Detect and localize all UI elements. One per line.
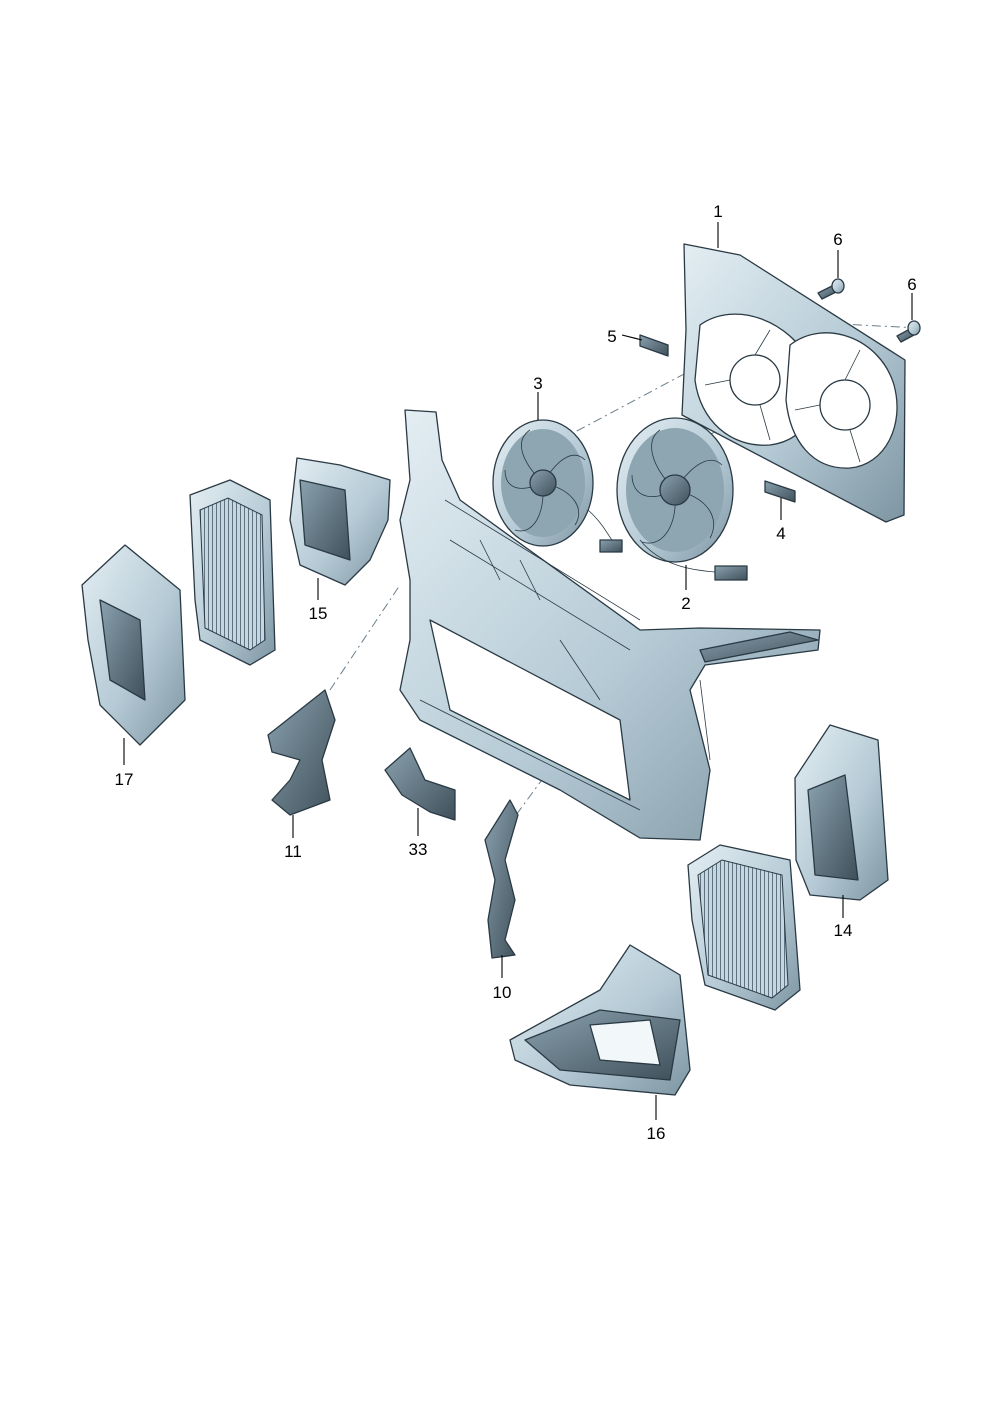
lock-carrier xyxy=(399,409,821,841)
air-guide-lower-right xyxy=(509,944,691,1096)
bolt-right xyxy=(896,320,921,343)
callout-2: 2 xyxy=(681,594,690,613)
clip-upper xyxy=(639,334,669,357)
callout-14: 14 xyxy=(834,921,853,940)
callout-16: 16 xyxy=(647,1124,666,1143)
fan-shroud xyxy=(681,243,906,523)
callout-4: 4 xyxy=(776,524,785,543)
bracket-small xyxy=(384,747,456,821)
fan-left xyxy=(492,419,623,553)
radiator-right xyxy=(687,844,801,1011)
callout-10: 10 xyxy=(493,983,512,1002)
callout-labels: 1 2 3 4 5 6 6 10 11 14 15 16 17 33 xyxy=(115,202,917,1143)
air-duct-left xyxy=(289,457,391,586)
callout-5: 5 xyxy=(607,327,616,346)
callout-1: 1 xyxy=(713,202,722,221)
air-guide-left xyxy=(81,544,186,746)
callout-11: 11 xyxy=(284,842,302,861)
callout-3: 3 xyxy=(533,374,542,393)
bolt-left xyxy=(817,278,845,300)
callout-17: 17 xyxy=(115,770,134,789)
bracket-left xyxy=(267,689,336,816)
callout-6a: 6 xyxy=(833,230,842,249)
callout-6b: 6 xyxy=(907,275,916,294)
bracket-center xyxy=(484,799,519,959)
radiator-left xyxy=(189,479,276,666)
callout-33: 33 xyxy=(409,840,428,859)
callout-15: 15 xyxy=(309,604,328,623)
leader-lines xyxy=(123,222,913,1120)
air-duct-right xyxy=(794,724,889,901)
fan-right xyxy=(616,417,748,581)
clip-lower xyxy=(764,480,796,503)
